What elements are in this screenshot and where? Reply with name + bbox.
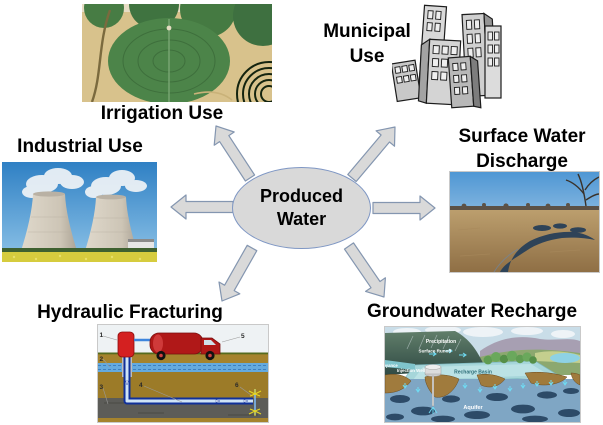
city-buildings-image	[392, 4, 502, 109]
label-surface-water-discharge: Surface Water Discharge	[458, 126, 586, 173]
label-municipal-use: Municipal Use	[323, 21, 411, 68]
center-ellipse-produced-water: Produced Water	[232, 167, 371, 249]
frac-marker-1: 1	[100, 332, 104, 339]
frac-marker-4: 4	[139, 382, 143, 389]
arrow-to-irrigation	[213, 125, 256, 182]
municipal-buildings-art	[392, 2, 502, 112]
gw-label-injection-well: Injection Well	[397, 368, 425, 373]
recharge-schematic-image: Precipitation Surface Runoff Recharge Ba…	[384, 326, 581, 423]
cooling-towers-image	[2, 162, 157, 262]
label-industrial-use: Industrial Use	[17, 136, 143, 157]
gw-label-conveyance: Conveyance	[385, 363, 398, 368]
gw-label-recharge-basin: Recharge Basin	[454, 370, 492, 376]
arrow-to-hydraulic-fracturing	[218, 244, 258, 302]
surface-water-photo	[449, 171, 600, 273]
arrow-to-groundwater-recharge	[343, 242, 386, 298]
gw-label-surface-runoff: Surface Runoff	[419, 349, 452, 354]
hydraulic-fracturing-diagram: 1 2 3 4 5 6	[97, 324, 269, 423]
arrow-to-industrial	[170, 194, 234, 220]
gw-label-precipitation: Precipitation	[426, 339, 456, 345]
irrigation-photo	[82, 4, 272, 102]
irrigation-crop-circles-image	[82, 4, 272, 102]
frac-marker-5: 5	[241, 333, 245, 340]
label-hydraulic-fracturing: Hydraulic Fracturing	[37, 302, 223, 323]
arrow-to-surface-water	[372, 195, 436, 221]
prairie-stream-image	[449, 171, 600, 273]
label-irrigation-use: Irrigation Use	[100, 103, 224, 124]
center-label: Produced Water	[259, 185, 343, 229]
groundwater-recharge-diagram: Precipitation Surface Runoff Recharge Ba…	[384, 326, 581, 423]
industrial-photo	[2, 162, 157, 262]
frac-marker-6: 6	[235, 382, 239, 389]
frac-marker-3: 3	[100, 384, 104, 391]
arrow-to-municipal	[347, 126, 396, 183]
gw-label-aquifer: Aquifer	[463, 405, 483, 411]
frac-marker-2: 2	[100, 356, 104, 363]
label-groundwater-recharge: Groundwater Recharge	[366, 301, 578, 322]
fracking-schematic-image: 1 2 3 4 5 6	[97, 324, 269, 423]
